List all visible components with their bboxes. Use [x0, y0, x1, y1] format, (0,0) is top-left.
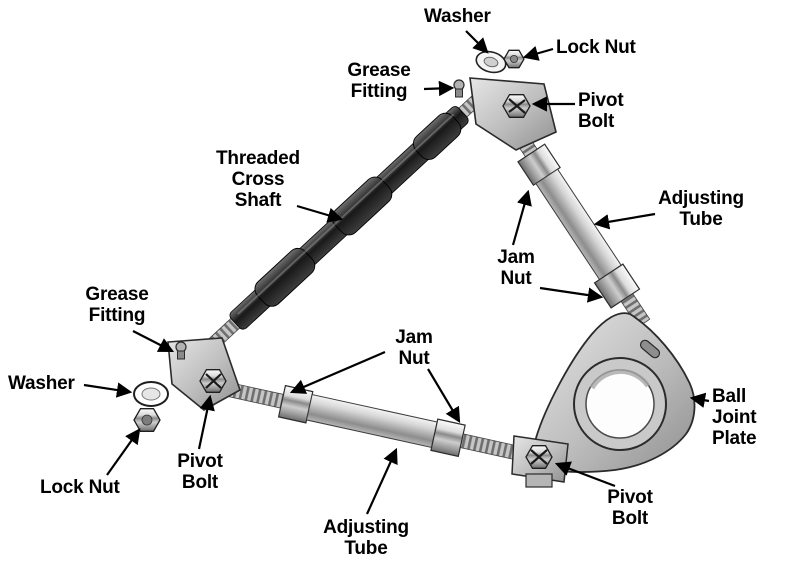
plate-slot	[639, 339, 661, 359]
washer-left-inner	[141, 387, 161, 401]
pivot-bolt-bottom-graphic	[511, 435, 569, 488]
arrow-pivot-bolt-bottom	[554, 461, 616, 488]
arrow-washer-top	[465, 30, 489, 54]
label-pivot-bolt-top: Pivot Bolt	[578, 90, 624, 132]
label-washer-left: Washer	[8, 373, 75, 394]
ball-joint-hole-shadow	[589, 368, 651, 390]
arrow-jam-nut-right-up	[511, 189, 532, 246]
arrow-pivot-bolt-left	[197, 394, 215, 450]
lock-nut-left-center	[141, 414, 153, 426]
arrow-jam-nut-bottom-left	[289, 350, 386, 394]
label-grease-fitting-left: Grease Fitting	[85, 284, 149, 326]
ball-joint-plate-graphic	[533, 312, 696, 473]
top-pivot-assembly-graphic	[453, 49, 557, 151]
label-lock-nut-top: Lock Nut	[556, 37, 636, 58]
pivot-bolt-top-slot-2	[508, 99, 526, 113]
label-pivot-bolt-left: Pivot Bolt	[177, 451, 223, 493]
left-pivot-assembly-graphic	[133, 337, 241, 432]
arrow-lock-nut-top	[522, 46, 554, 61]
arrow-lock-nut-left	[106, 428, 141, 476]
label-grease-fitting-top: Grease Fitting	[347, 60, 411, 102]
label-pivot-bolt-bottom: Pivot Bolt	[607, 487, 653, 529]
arrow-grease-fitting-left	[132, 330, 175, 353]
bottom-pivot-nut	[525, 473, 553, 488]
washer-top-inner	[483, 56, 499, 68]
label-adjusting-tube-bottom: Adjusting Tube	[323, 517, 409, 559]
cross-shaft-bushing-2	[331, 176, 393, 236]
grease-fitting-left-stem	[177, 350, 185, 360]
right-tube-body	[535, 168, 624, 283]
leader-arrows	[83, 30, 710, 515]
adjusting-tube-right-graphic	[508, 123, 651, 328]
label-ball-joint-plate: Ball Joint Plate	[712, 386, 757, 449]
label-jam-nut-right: Jam Nut	[497, 247, 535, 289]
arrow-grease-fitting-top	[423, 80, 455, 97]
arrow-ball-joint-plate	[689, 392, 710, 408]
jam-nut-bottom-right-graphic	[430, 418, 466, 458]
arrow-adjusting-tube-right	[593, 212, 656, 230]
label-washer-top: Washer	[424, 6, 491, 27]
lock-nut-top-center	[509, 55, 518, 64]
label-jam-nut-bottom: Jam Nut	[395, 327, 433, 369]
arrow-jam-nut-right-down	[539, 286, 604, 303]
cross-shaft-highlight	[237, 113, 455, 315]
pivot-bolt-left-slot-2	[205, 373, 222, 389]
arrow-threaded-cross-shaft	[296, 204, 344, 223]
bottom-tube-body	[305, 393, 438, 449]
arrow-adjusting-tube-bottom	[365, 447, 398, 515]
bottom-pivot-bolt-slot-2	[530, 449, 548, 465]
cross-shaft-bushing-1	[254, 247, 316, 307]
label-threaded-cross-shaft: Threaded Cross Shaft	[216, 148, 300, 211]
label-adjusting-tube-right: Adjusting Tube	[658, 188, 744, 230]
adjusting-tube-bottom-graphic	[223, 381, 540, 465]
threaded-cross-shaft-graphic	[206, 94, 483, 351]
arrow-jam-nut-bottom-right	[427, 368, 461, 423]
cross-shaft-bushing-3	[412, 112, 462, 160]
label-lock-nut-left: Lock Nut	[40, 477, 120, 498]
grease-fitting-top-stem	[455, 88, 463, 98]
arrow-washer-left	[83, 382, 133, 398]
